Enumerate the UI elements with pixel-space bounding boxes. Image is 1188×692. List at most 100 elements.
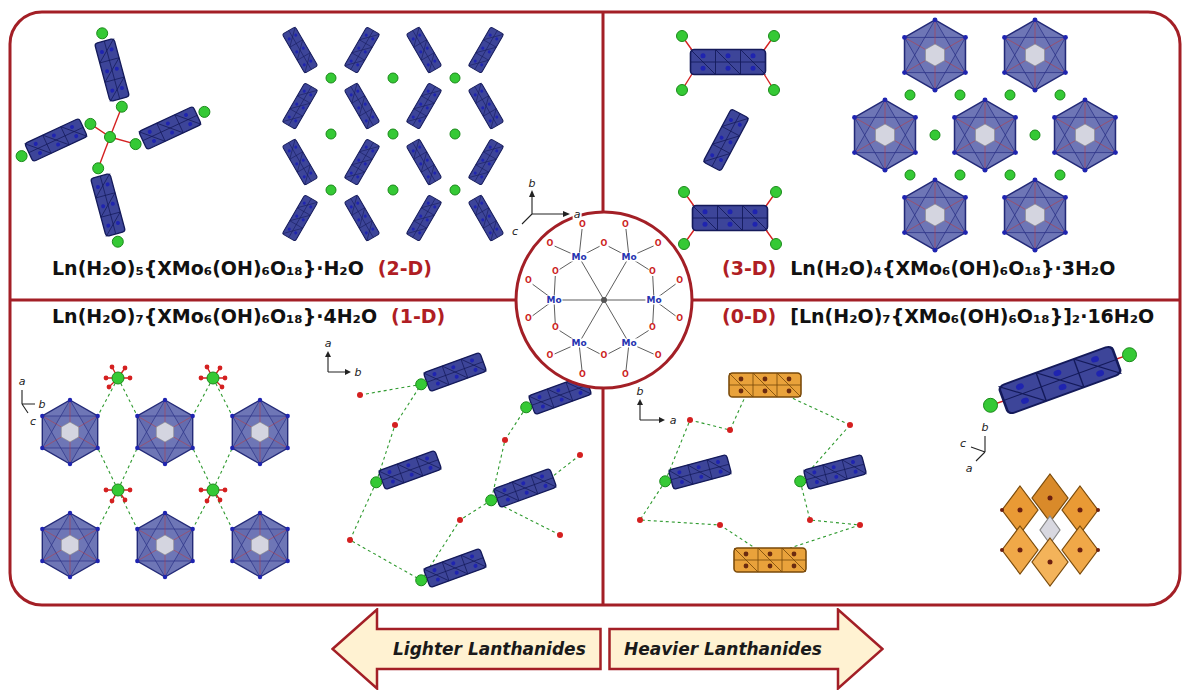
hbond-network-0d <box>847 422 853 428</box>
hbond-network-1d <box>350 384 580 580</box>
layer-network-2d <box>282 139 317 185</box>
chain-view-1d <box>110 365 115 370</box>
ln-linkage-2d <box>85 118 96 129</box>
hbond-network-1d <box>493 468 556 507</box>
anderson-anion-structure <box>516 212 692 388</box>
chain-view-1d <box>107 385 112 390</box>
compound-formula: Ln(H₂O)₄{XMo₆(OH)₆O₁₈}·3H₂O <box>790 257 1115 281</box>
atom-label: Mo <box>620 339 637 348</box>
atom-label: O <box>621 371 630 379</box>
ln-linkage-2d <box>112 236 123 247</box>
layer-network-2d <box>388 129 398 139</box>
layer-network-2d <box>406 27 441 73</box>
axis-triad <box>522 190 570 224</box>
hbond-network-0d <box>717 522 723 528</box>
chain-view-1d <box>112 484 124 496</box>
ln-linkage-3d <box>691 50 766 75</box>
axis-triad <box>22 390 35 413</box>
hbond-network-1d <box>423 352 486 391</box>
axis-triad <box>22 390 35 413</box>
atom-label: O <box>551 268 560 276</box>
panel-frame <box>10 12 1180 605</box>
layer-network-2d <box>326 129 336 139</box>
ln-linkage-3d <box>679 239 690 250</box>
axis-triad <box>563 211 570 217</box>
framework-3d <box>955 170 965 180</box>
chain-view-1d <box>230 398 290 466</box>
axis-triad <box>529 190 535 197</box>
hbond-network-0d <box>734 548 806 572</box>
hbond-network-0d <box>668 455 731 490</box>
layer-network-2d <box>450 185 460 195</box>
chain-view-1d <box>220 385 225 390</box>
hbond-network-1d <box>423 548 486 587</box>
framework-3d <box>1055 170 1065 180</box>
ln-linkage-2d <box>139 106 202 149</box>
hbond-network-0d <box>795 476 806 487</box>
framework-3d <box>1005 170 1015 180</box>
hbond-network-1d <box>557 532 563 538</box>
ln-linkage-2d <box>116 101 127 112</box>
atom-label: O <box>675 315 684 323</box>
framework-3d <box>1002 17 1068 92</box>
layer-network-2d <box>468 139 503 185</box>
ln-linkage-3d <box>693 206 768 231</box>
dimensionality-tag: (2-D) <box>378 257 432 281</box>
chain-view-1d <box>128 488 133 493</box>
octahedra-cluster <box>1062 526 1098 574</box>
dimensionality-tag: (1-D) <box>391 305 445 329</box>
chain-view-1d <box>218 366 223 371</box>
compound-formula: [Ln(H₂O)₇{XMo₆(OH)₆O₁₈}]₂·16H₂O <box>790 305 1154 329</box>
axis-triad <box>640 402 662 420</box>
layer-network-2d <box>344 83 379 129</box>
octahedra-cluster <box>1000 508 1004 512</box>
formula-title: Ln(H₂O)₅{XMo₆(OH)₆O₁₈}·H₂O(2-D) <box>52 257 432 281</box>
octahedra-cluster <box>1096 548 1100 552</box>
hbond-network-1d <box>486 495 497 506</box>
framework-3d <box>905 90 915 100</box>
framework-3d <box>905 170 915 180</box>
trend-label: Lighter Lanthanides <box>393 639 586 659</box>
hbond-network-0d <box>637 517 643 523</box>
framework-3d <box>952 97 1018 172</box>
octahedra-cluster <box>1032 538 1068 586</box>
ln-linkage-3d <box>677 31 688 42</box>
compound-formula: Ln(H₂O)₇{XMo₆(OH)₆O₁₈}·4H₂O <box>52 305 377 329</box>
chain-view-1d <box>201 367 225 387</box>
hbond-network-0d <box>729 373 801 397</box>
axis-triad <box>971 436 985 461</box>
atom-label: Mo <box>645 296 662 305</box>
atom-label: O <box>578 221 587 229</box>
lanthanide-trend-arrow: Lighter Lanthanides <box>331 608 602 690</box>
hbond-network-0d <box>790 481 860 548</box>
chain-view-1d <box>205 499 210 504</box>
chain-view-1d <box>205 365 210 370</box>
atom-label: O <box>578 371 587 379</box>
axis-label: a <box>669 415 678 426</box>
axis-triad <box>637 399 643 405</box>
ln-linkage-2d <box>97 28 108 39</box>
dimer-unit-0d <box>984 345 1137 414</box>
chain-view-1d <box>104 365 228 504</box>
hbond-network-0d <box>640 481 755 548</box>
atom-label: O <box>648 268 657 276</box>
layer-network-2d <box>282 27 503 241</box>
atom-label: O <box>675 277 684 285</box>
layer-network-2d <box>326 73 336 83</box>
dimensionality-tag: (3-D) <box>722 257 776 281</box>
chain-view-1d <box>104 376 109 381</box>
arrow-outline <box>610 610 883 689</box>
atom-label: O <box>524 315 533 323</box>
layer-network-2d <box>344 27 379 73</box>
axis-label: a <box>324 338 333 349</box>
formula-title: Ln(H₂O)₇{XMo₆(OH)₆O₁₈}·4H₂O (1-D) <box>52 305 445 329</box>
axis-triad <box>325 351 331 357</box>
chain-view-1d <box>106 367 130 387</box>
octahedra-cluster <box>1018 508 1023 513</box>
hbond-network-1d <box>521 402 532 413</box>
ln-linkage-2d <box>90 107 135 169</box>
layer-network-2d <box>344 195 379 241</box>
hbond-network-1d <box>502 437 508 443</box>
dimer-unit-0d <box>984 398 998 412</box>
